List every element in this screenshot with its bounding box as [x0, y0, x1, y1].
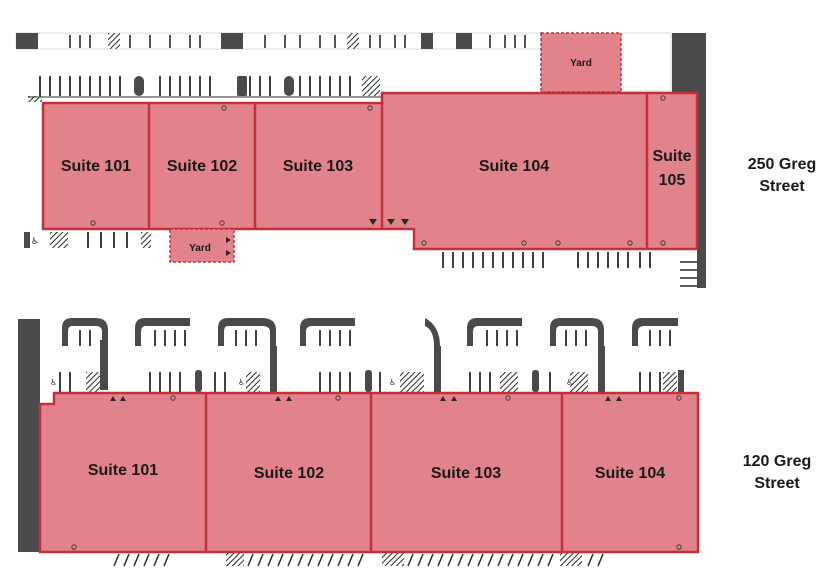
parking-ticks [69, 35, 526, 48]
parking-island [284, 76, 294, 96]
door-marker [369, 219, 409, 225]
parking-island [237, 76, 247, 96]
pavement-block [421, 33, 433, 49]
building-120-site: ♿ ♿ ♿ ♿ [18, 318, 811, 567]
building-120-footprint [38, 391, 700, 554]
suite-label-250-101: Suite 101 [61, 158, 131, 175]
svg-text:♿: ♿ [566, 378, 573, 387]
parking-bays [62, 318, 684, 392]
accessible-parking-icon: ♿ [31, 237, 39, 247]
bottom-stripe-band [113, 553, 604, 567]
yard-top-label: Yard [570, 58, 592, 69]
suite-label-120-104: Suite 104 [595, 465, 665, 482]
yard-top [540, 32, 622, 93]
suite-dividers-120 [204, 393, 564, 552]
yard-bottom [169, 228, 235, 263]
building-250-site: Yard Yard [15, 32, 816, 288]
yard-bottom-label: Yard [189, 243, 211, 254]
suite-dividers [147, 93, 649, 249]
svg-text:♿: ♿ [238, 378, 245, 387]
accessible-parking-icons: ♿ ♿ ♿ ♿ [50, 378, 573, 387]
door-marker [226, 237, 231, 256]
hatched-blocks [86, 372, 677, 566]
parking-stall-ticks [59, 330, 671, 392]
pavement-block [221, 33, 243, 49]
svg-text:♿: ♿ [50, 378, 57, 387]
left-side-road [18, 319, 40, 552]
suite-label-250-104: Suite 104 [479, 158, 549, 175]
building-120-name-line2: Street [754, 475, 800, 492]
building-120-name-line1: 120 Greg [743, 453, 811, 470]
upper-parking-row [39, 76, 351, 96]
lower-parking-row [87, 232, 651, 268]
column-markers-120 [71, 395, 682, 550]
suite-label-120-101: Suite 101 [88, 462, 158, 479]
suite-label-250-102: Suite 102 [167, 158, 237, 175]
parking-island [134, 76, 144, 96]
pavement-block [16, 33, 38, 49]
suite-label-250-105-line1: Suite [652, 148, 691, 165]
right-parking-ticks [680, 261, 697, 287]
column-markers [90, 95, 666, 246]
hatched-block [347, 33, 359, 49]
suite-label-120-103: Suite 103 [431, 465, 501, 482]
parking-island [24, 232, 30, 248]
right-lot-outline [620, 32, 672, 92]
hatched-block [141, 232, 151, 248]
pavement-block [456, 33, 472, 49]
hatched-block [362, 76, 380, 96]
hatched-block [50, 232, 68, 248]
suite-label-250-103: Suite 103 [283, 158, 353, 175]
building-250-name-line1: 250 Greg [748, 156, 816, 173]
building-250-name-line2: Street [759, 178, 805, 195]
hatched-block [28, 96, 42, 102]
suite-label-250-105-line2: 105 [659, 172, 686, 189]
building-250-footprint [41, 91, 699, 251]
hatched-block [108, 33, 120, 49]
svg-text:♿: ♿ [389, 378, 396, 387]
suite-label-120-102: Suite 102 [254, 465, 324, 482]
